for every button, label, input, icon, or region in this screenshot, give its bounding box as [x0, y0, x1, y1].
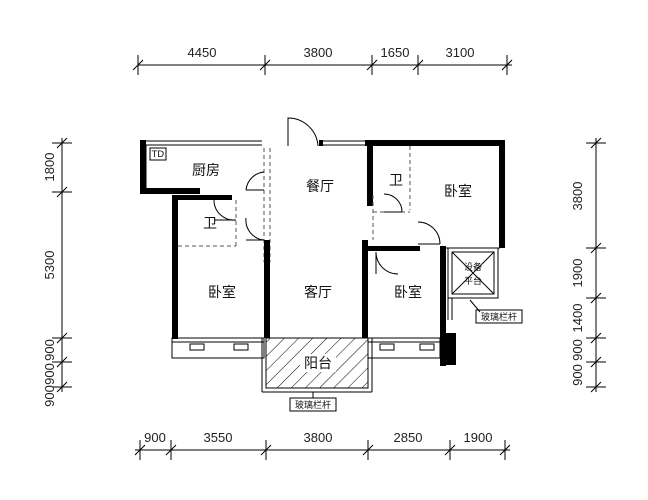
- left-dim-1: 1800: [42, 153, 57, 182]
- left-dim-4: 900: [42, 363, 57, 385]
- top-dim-2: 3800: [304, 45, 333, 60]
- td-label: TD: [151, 150, 164, 160]
- left-dimension-line: [52, 137, 72, 393]
- balcony: [261, 337, 373, 393]
- top-dim-1: 4450: [188, 45, 217, 60]
- left-dim-5: 900: [42, 385, 57, 407]
- room-equipment-line2: 平台: [464, 275, 482, 287]
- rail-right-label: 玻璃栏杆: [481, 311, 517, 323]
- room-bedroom-sw: 卧室: [208, 284, 236, 301]
- right-dimension-line: [586, 137, 606, 393]
- room-bath-left: 卫: [203, 216, 217, 232]
- room-bedroom-se: 卧室: [394, 284, 422, 301]
- td-box: [149, 147, 167, 161]
- top-dimension-line: [132, 55, 513, 75]
- room-living: 客厅: [304, 284, 332, 301]
- right-dim-4: 900: [570, 339, 585, 361]
- top-dim-3: 1650: [381, 45, 410, 60]
- room-bedroom-ne: 卧室: [444, 183, 472, 200]
- room-equipment-line1: 设备: [464, 261, 482, 273]
- room-kitchen: 厨房: [192, 163, 220, 179]
- bottom-dimension-line: [134, 440, 511, 460]
- left-dim-2: 5300: [42, 251, 57, 280]
- right-dim-1: 3800: [570, 182, 585, 211]
- rail-right-box: [475, 309, 523, 324]
- top-dim-4: 3100: [446, 45, 475, 60]
- right-dim-5: 900: [570, 364, 585, 386]
- right-dim-2: 1900: [570, 259, 585, 288]
- rail-bottom-label: 玻璃栏杆: [295, 399, 331, 411]
- room-balcony: 阳台: [304, 356, 332, 372]
- room-bath-right: 卫: [389, 173, 403, 189]
- walls: [140, 140, 505, 366]
- room-dining: 餐厅: [306, 179, 334, 195]
- bottom-dim-5: 1900: [464, 430, 493, 445]
- door-swings: [213, 117, 441, 275]
- bottom-dim-4: 2850: [394, 430, 423, 445]
- bottom-dim-2: 3550: [204, 430, 233, 445]
- left-dim-3: 900: [42, 339, 57, 361]
- windows: [145, 145, 499, 359]
- bottom-dim-1: 900: [144, 430, 166, 445]
- bottom-dim-3: 3800: [304, 430, 333, 445]
- right-dim-3: 1400: [570, 304, 585, 333]
